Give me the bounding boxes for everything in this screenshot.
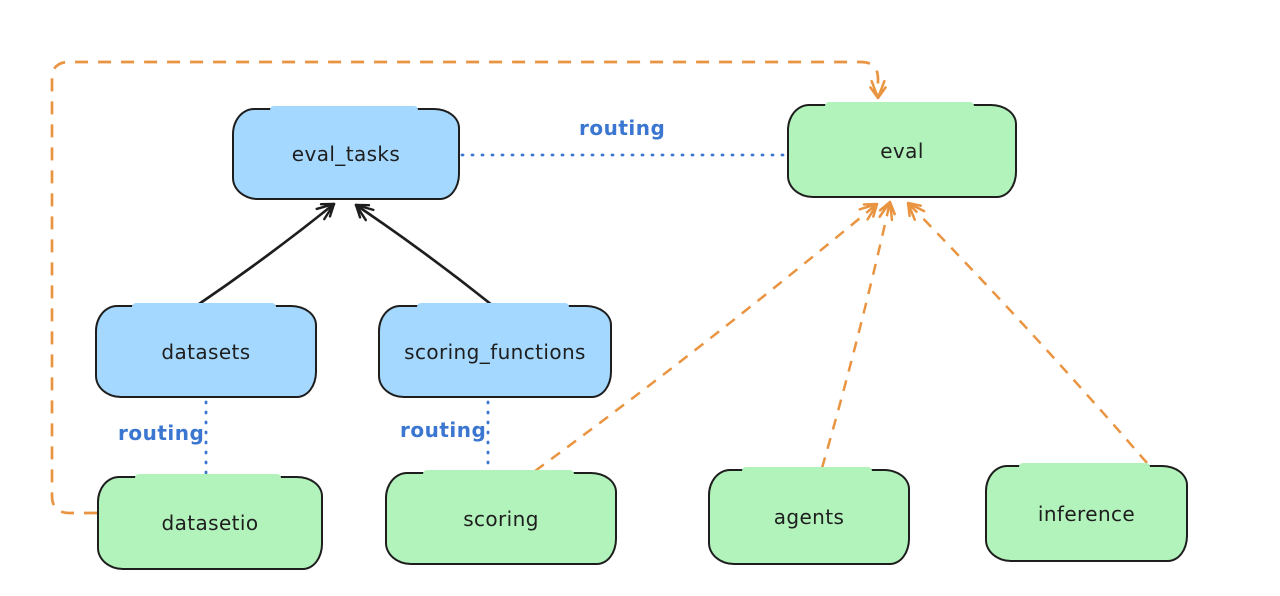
- black-arrow-head-1: [354, 203, 375, 222]
- node-label: agents: [773, 505, 845, 529]
- node-datasetio: datasetio: [97, 474, 323, 570]
- node-label: eval_tasks: [291, 142, 401, 166]
- routing-label-eval-tasks-eval: routing: [579, 116, 666, 140]
- node-label: eval: [880, 139, 924, 163]
- orange-arrow-head-1: [878, 200, 896, 222]
- orange-elbow-head: [869, 79, 887, 100]
- black-arrow-line-0: [197, 202, 336, 306]
- node-label: scoring: [463, 506, 539, 531]
- orange-elbow-line-datasetio-eval: [50, 60, 880, 515]
- node-label: inference: [1037, 501, 1136, 526]
- node-eval: eval: [787, 102, 1017, 198]
- routing-label-scoring-functions-scoring: routing: [400, 418, 487, 442]
- node-label: datasetio: [161, 511, 259, 535]
- node-inference: inference: [985, 463, 1188, 562]
- routing-label-datasets-datasetio: routing: [118, 421, 205, 445]
- orange-dashed-line-2: [907, 202, 1148, 464]
- node-label: datasets: [161, 339, 251, 364]
- orange-arrow-head-0: [858, 202, 879, 221]
- node-scoring: scoring: [385, 470, 617, 565]
- node-label: scoring_functions: [404, 339, 586, 364]
- node-scoring-functions: scoring_functions: [378, 303, 612, 398]
- orange-dashed-line-1: [820, 201, 892, 469]
- node-datasets: datasets: [95, 303, 317, 398]
- black-arrow-head-0: [315, 202, 336, 221]
- black-arrow-line-1: [354, 203, 494, 307]
- node-eval-tasks: eval_tasks: [232, 106, 460, 200]
- node-agents: agents: [708, 467, 910, 565]
- orange-arrow-head-2: [906, 201, 926, 221]
